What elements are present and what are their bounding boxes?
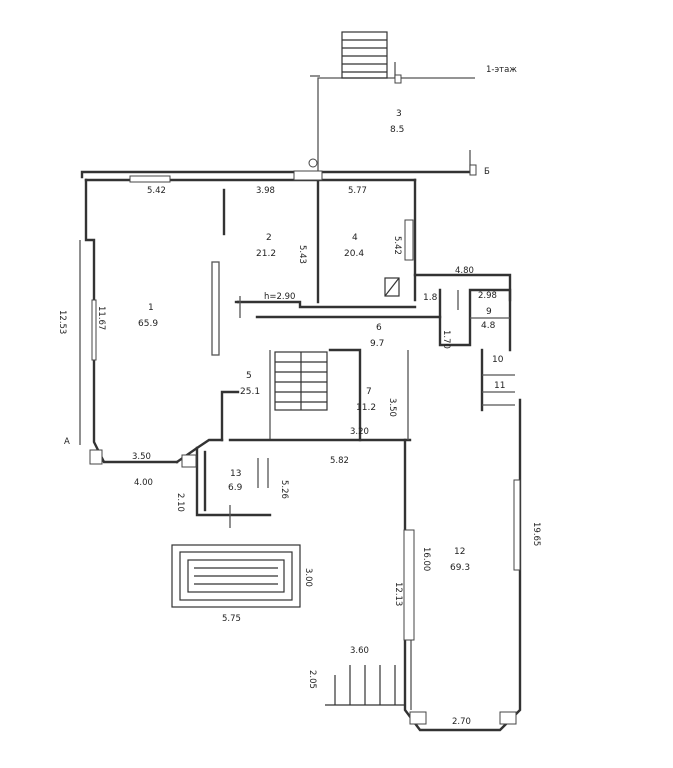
dim-5-26: 5.26 (279, 480, 289, 499)
room-5-number: 5 (246, 371, 252, 381)
walls (79, 62, 522, 732)
room-5-area: 25.1 (240, 387, 260, 397)
room-12-area: 69.3 (450, 563, 470, 573)
room-2-number: 2 (266, 233, 272, 243)
stairs (171, 31, 405, 706)
room-8-area: 1.8 (423, 293, 438, 303)
ceiling-height: h=2.90 (264, 292, 295, 302)
dim-3-98: 3.98 (256, 186, 275, 196)
room-labels: 1 65.9 2 21.2 3 8.5 4 20.4 5 25.1 6 9.7 … (138, 109, 505, 573)
room-11-number: 11 (494, 381, 505, 391)
room-7-area: 11.2 (356, 403, 376, 413)
windows (89, 74, 521, 725)
dim-4-00: 4.00 (134, 478, 153, 488)
dim-3-00: 3.00 (303, 568, 313, 587)
room-12-number: 12 (454, 547, 465, 557)
mark-a: А (64, 437, 70, 447)
dim-3-50-right: 3.50 (387, 398, 397, 417)
room-3-number: 3 (396, 109, 402, 119)
room-6-area: 9.7 (370, 339, 384, 349)
dim-2-70: 2.70 (452, 717, 471, 727)
dimensions: 5.42 3.98 5.77 5.43 5.42 4.80 2.98 1.70 … (57, 186, 541, 727)
room-13-area: 6.9 (228, 483, 243, 493)
room-7-number: 7 (366, 387, 372, 397)
plan-labels: 1-этаж Б А h=2.90 (64, 65, 517, 447)
dim-19-65: 19.65 (531, 522, 541, 546)
room-9-area: 4.8 (481, 321, 496, 331)
dim-1-70: 1.70 (441, 330, 451, 349)
dim-3-50-left: 3.50 (132, 452, 151, 462)
dim-5-42-right: 5.42 (392, 236, 402, 255)
dim-5-77: 5.77 (348, 186, 367, 196)
dim-2-05: 2.05 (307, 670, 317, 689)
room-4-area: 20.4 (344, 249, 364, 259)
dim-12-13: 12.13 (393, 582, 403, 606)
room-10-number: 10 (492, 355, 504, 365)
floor-label: 1-этаж (486, 65, 517, 75)
dim-3-20: 3.20 (350, 427, 369, 437)
room-1-number: 1 (148, 303, 154, 313)
room-4-number: 4 (352, 233, 358, 243)
room-6-number: 6 (376, 323, 382, 333)
room-2-area: 21.2 (256, 249, 276, 259)
room-9-number: 9 (486, 307, 492, 317)
dim-5-75: 5.75 (222, 614, 241, 624)
room-3-area: 8.5 (390, 125, 404, 135)
dim-2-98: 2.98 (478, 291, 497, 301)
dim-4-80: 4.80 (455, 266, 474, 276)
dim-5-82: 5.82 (330, 456, 349, 466)
dim-5-42-top: 5.42 (147, 186, 166, 196)
dim-3-60: 3.60 (350, 646, 369, 656)
dim-16-00: 16.00 (421, 547, 431, 571)
dim-11-67: 11.67 (96, 306, 106, 330)
dim-12-53: 12.53 (57, 310, 67, 334)
dim-2-10: 2.10 (175, 493, 185, 512)
room-1-area: 65.9 (138, 319, 158, 329)
room-13-number: 13 (230, 469, 241, 479)
dim-5-43: 5.43 (297, 245, 307, 264)
mark-b: Б (484, 167, 490, 177)
